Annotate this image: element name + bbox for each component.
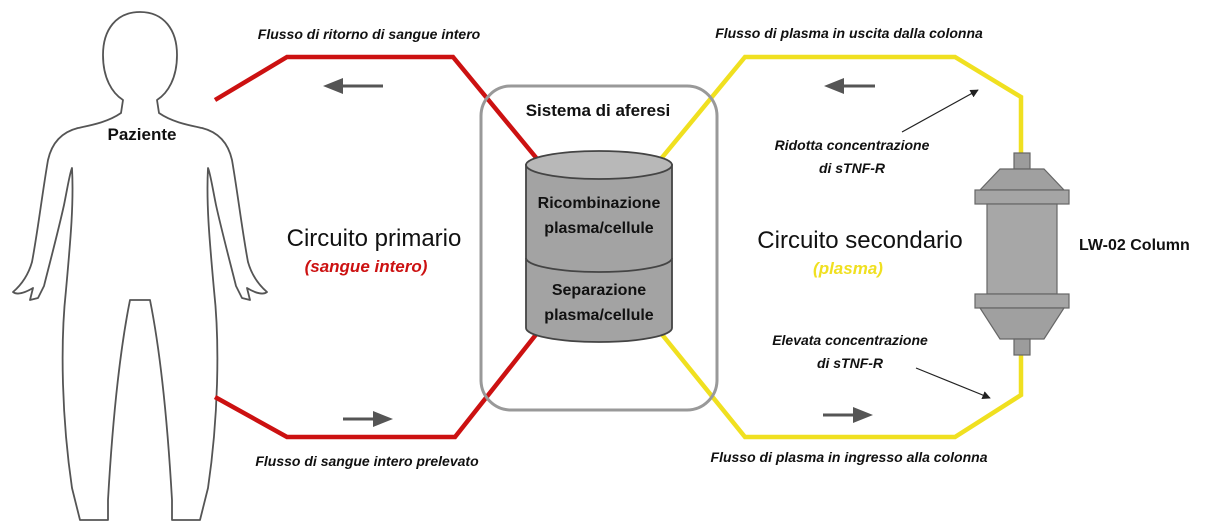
- elevated-annotation-line1: Elevata concentrazione: [772, 332, 928, 348]
- reduced-annotation-pointer: [901, 89, 979, 133]
- apheresis-title: Sistema di aferesi: [526, 101, 671, 120]
- patient-label: Paziente: [108, 125, 177, 144]
- cylinder-top-line2: plasma/cellule: [544, 220, 653, 237]
- arrow-left-secondary: [824, 78, 875, 94]
- column-label: LW-02 Column: [1079, 237, 1190, 254]
- secondary-out-line: [658, 54, 1024, 162]
- secondary-circuit-subtitle: (plasma): [813, 259, 883, 278]
- primary-circuit: [213, 54, 540, 440]
- patient-figure: [12, 11, 268, 521]
- secondary-circuit: [658, 54, 1024, 440]
- return-flow-label: Flusso di ritorno di sangue intero: [258, 26, 481, 42]
- primary-circuit-subtitle: (sangue intero): [305, 257, 428, 276]
- apheresis-cylinder: [525, 150, 673, 343]
- cylinder-top-line1: Ricombinazione: [538, 195, 661, 212]
- primary-return-line: [213, 54, 540, 162]
- flow-arrows: [323, 78, 875, 427]
- cylinder-bottom-line1: Separazione: [552, 282, 646, 299]
- arrow-left-primary: [323, 78, 383, 94]
- primary-circuit-title: Circuito primario: [287, 225, 462, 252]
- plasma-out-flow-label: Flusso di plasma in uscita dalla colonna: [715, 25, 983, 41]
- secondary-in-line: [658, 330, 1024, 440]
- elevated-annotation-pointer: [915, 367, 991, 400]
- drawn-flow-label: Flusso di sangue intero prelevato: [255, 453, 479, 469]
- cylinder-divider: [525, 257, 673, 273]
- reduced-annotation-line1: Ridotta concentrazione: [775, 137, 930, 153]
- reduced-annotation-line2: di sTNF-R: [819, 160, 886, 176]
- lw02-column: [974, 152, 1070, 356]
- cylinder-bottom-line2: plasma/cellule: [544, 307, 653, 324]
- arrow-right-secondary: [823, 407, 873, 423]
- plasma-in-flow-label: Flusso di plasma in ingresso alla colonn…: [711, 449, 988, 465]
- elevated-annotation-line2: di sTNF-R: [817, 355, 884, 371]
- secondary-circuit-title: Circuito secondario: [757, 227, 962, 254]
- primary-drawn-line: [213, 330, 540, 440]
- apheresis-system-box: [479, 84, 719, 412]
- arrow-right-primary: [343, 411, 393, 427]
